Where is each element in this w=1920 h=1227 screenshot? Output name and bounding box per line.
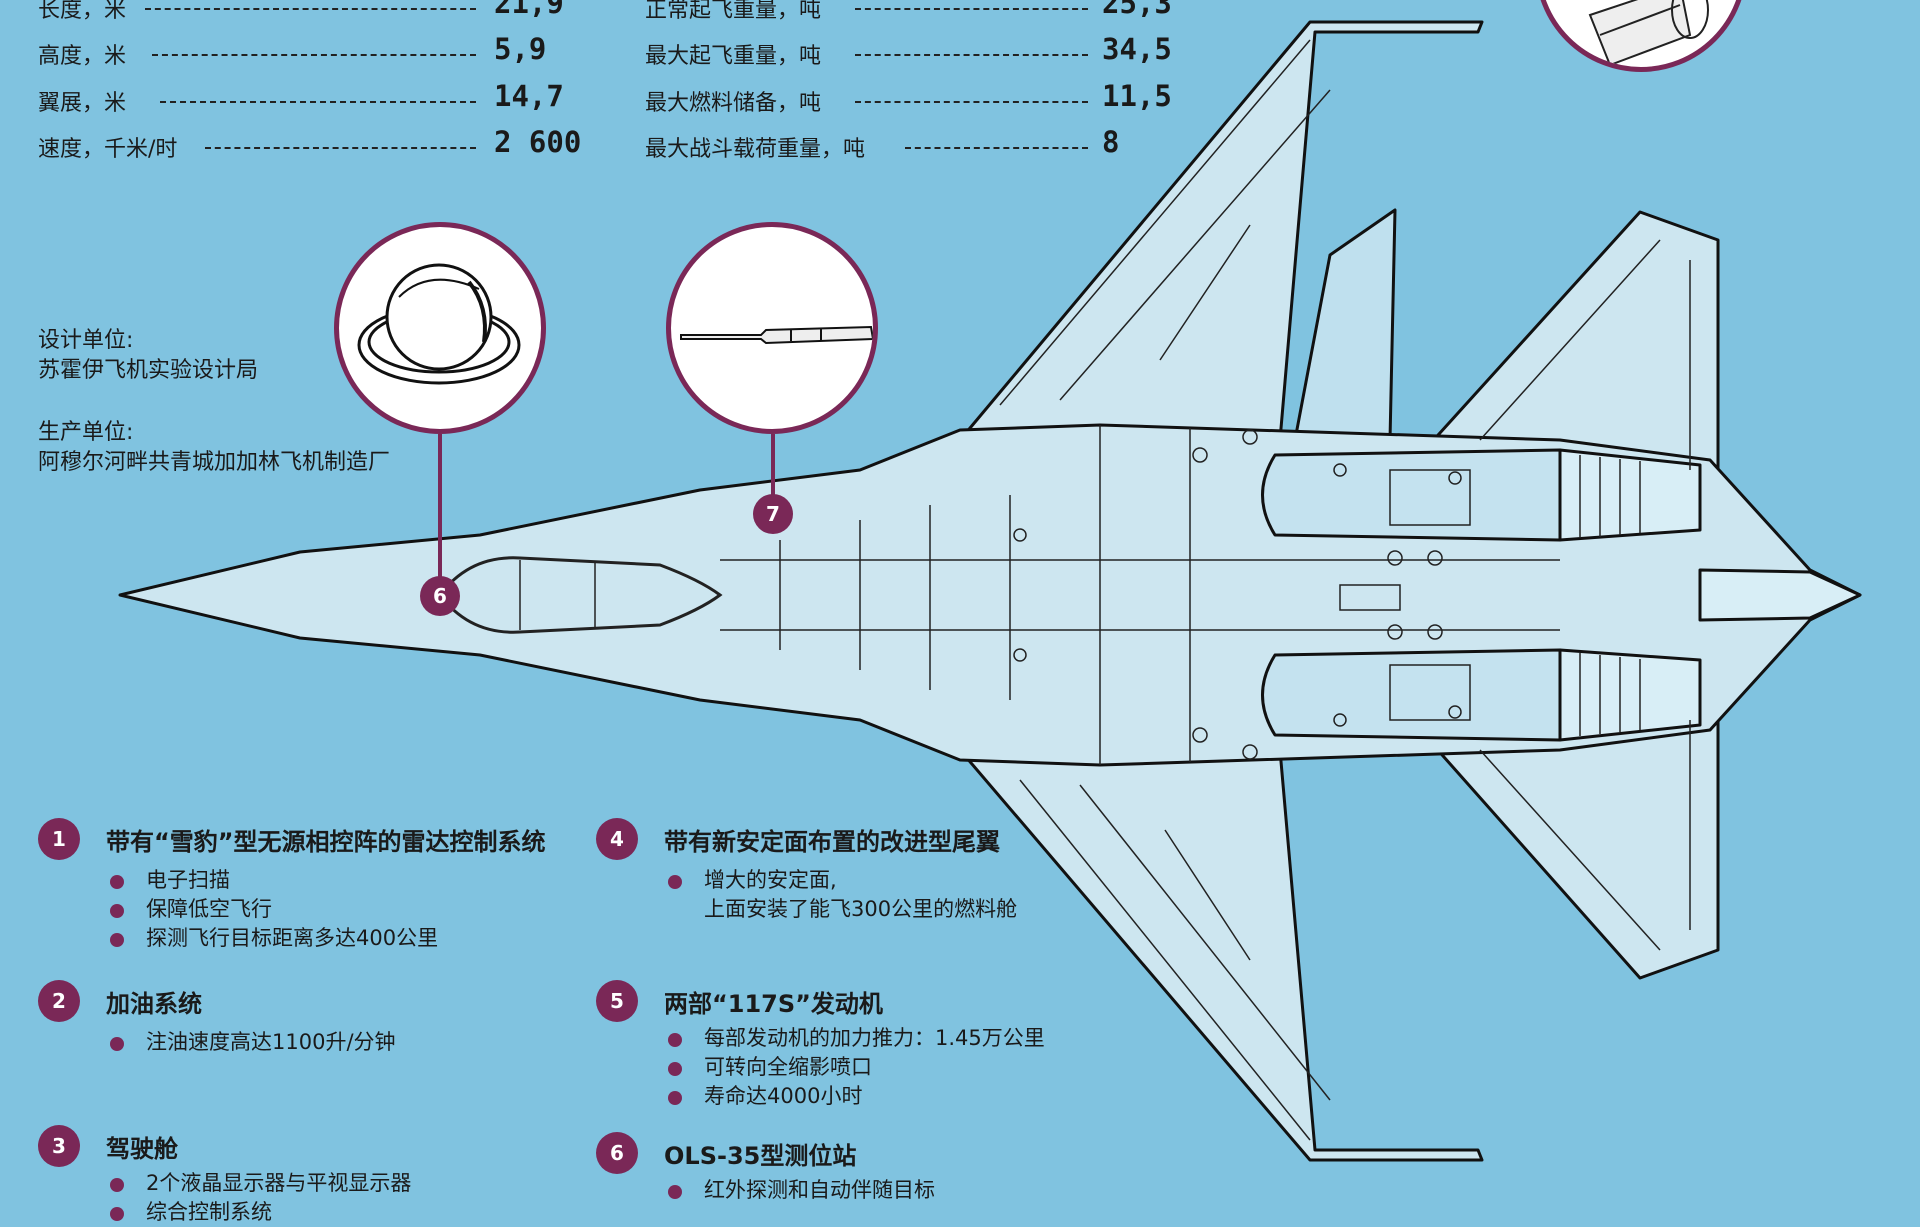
callout-stem-ols [438, 434, 442, 594]
spec-label: 最大战斗载荷重量，吨 [645, 137, 866, 162]
spec-leader-line [145, 8, 476, 10]
nozzle-icon [1588, 0, 1709, 67]
spec-leader-line [152, 54, 476, 56]
engine-nacelle-lower [1261, 648, 1562, 742]
canopy [438, 556, 723, 634]
feature-bullet: 寿命达4000小时 [668, 1082, 1045, 1111]
feature-title: 带有“雪豹”型无源相控阵的雷达控制系统 [106, 828, 546, 856]
spec-value: 2 600 [494, 125, 582, 159]
tail-boom [1698, 568, 1862, 622]
spec-label: 最大燃料储备，吨 [645, 91, 822, 116]
spec-leader-line [855, 101, 1088, 103]
manufacturer-label: 生产单位: [38, 420, 134, 445]
callout-stem-gun [771, 434, 775, 502]
feature-bullet: 每部发动机的加力推力：1.45万公里 [668, 1024, 1045, 1053]
feature-number-badge: 4 [596, 818, 638, 860]
feature-bullet: 注油速度高达1100升/分钟 [110, 1028, 396, 1057]
spec-label: 正常起飞重量，吨 [645, 0, 822, 23]
spec-label: 最大起飞重量，吨 [645, 44, 822, 69]
callout-badge-gun: 7 [753, 494, 793, 534]
spec-value: 8 [1102, 125, 1120, 159]
feature-bullet-list: 每部发动机的加力推力：1.45万公里可转向全缩影喷口寿命达4000小时 [668, 1024, 1045, 1111]
spec-label: 翼展，米 [38, 91, 127, 116]
feature-number-badge: 6 [596, 1132, 638, 1174]
callout-badge-ols: 6 [420, 576, 460, 616]
spec-leader-line [160, 101, 476, 103]
spec-label: 高度，米 [38, 44, 127, 69]
sensor-sphere-icon [357, 263, 521, 385]
feature-bullet: 上面安装了能飞300公里的燃料舱 [704, 897, 1018, 921]
cannon-icon [680, 325, 873, 345]
feature-bullet-list: 红外探测和自动伴随目标 [668, 1176, 935, 1205]
spec-value: 21,9 [494, 0, 564, 20]
upper-wing [958, 20, 1484, 442]
feature-bullet-list: 2个液晶显示器与平视显示器综合控制系统 [110, 1169, 411, 1227]
spec-leader-line [905, 147, 1088, 149]
callout-bubble-gun [666, 222, 878, 434]
feature-title: 加油系统 [106, 990, 202, 1018]
manufacturer-value: 阿穆尔河畔共青城加加林飞机制造厂 [38, 450, 391, 475]
upper-fin [1293, 208, 1397, 442]
spec-value: 34,5 [1102, 32, 1172, 66]
design-bureau-label: 设计单位: [38, 328, 134, 353]
feature-bullet-list: 注油速度高达1100升/分钟 [110, 1028, 396, 1057]
spec-value: 14,7 [494, 79, 564, 113]
design-bureau-value: 苏霍伊飞机实验设计局 [38, 358, 259, 383]
feature-bullet: 增大的安定面, [668, 866, 1017, 895]
nozzle-lower [1558, 648, 1702, 742]
feature-bullet-list: 电子扫描保障低空飞行探测飞行目标距离多达400公里 [110, 866, 438, 953]
feature-number-badge: 5 [596, 980, 638, 1022]
feature-title: 两部“117S”发动机 [664, 990, 883, 1018]
feature-number-badge: 3 [38, 1125, 80, 1167]
feature-number-badge: 2 [38, 980, 80, 1022]
spec-label: 长度，米 [38, 0, 127, 23]
nozzle-upper [1558, 448, 1702, 542]
feature-bullet: 探测飞行目标距离多达400公里 [110, 924, 438, 953]
spec-leader-line [205, 147, 476, 149]
feature-bullet: 2个液晶显示器与平视显示器 [110, 1169, 411, 1198]
feature-bullet: 保障低空飞行 [110, 895, 438, 924]
callout-bubble-ols [334, 222, 546, 434]
feature-title: 带有新安定面布置的改进型尾翼 [664, 828, 1000, 856]
spec-label: 速度，千米/时 [38, 137, 178, 162]
feature-number-badge: 1 [38, 818, 80, 860]
spec-leader-line [855, 54, 1088, 56]
feature-bullet-list: 增大的安定面,上面安装了能飞300公里的燃料舱 [668, 866, 1017, 924]
spec-leader-line [855, 8, 1088, 10]
engine-nacelle-upper [1261, 448, 1562, 542]
feature-bullet: 综合控制系统 [110, 1198, 411, 1227]
spec-value: 5,9 [494, 32, 547, 66]
spec-value: 25,3 [1102, 0, 1172, 20]
feature-bullet: 红外探测和自动伴随目标 [668, 1176, 935, 1205]
feature-bullet: 可转向全缩影喷口 [668, 1053, 1045, 1082]
spec-value: 11,5 [1102, 79, 1172, 113]
feature-title: OLS-35型测位站 [664, 1142, 857, 1170]
feature-title: 驾驶舱 [106, 1135, 178, 1163]
feature-bullet: 电子扫描 [110, 866, 438, 895]
